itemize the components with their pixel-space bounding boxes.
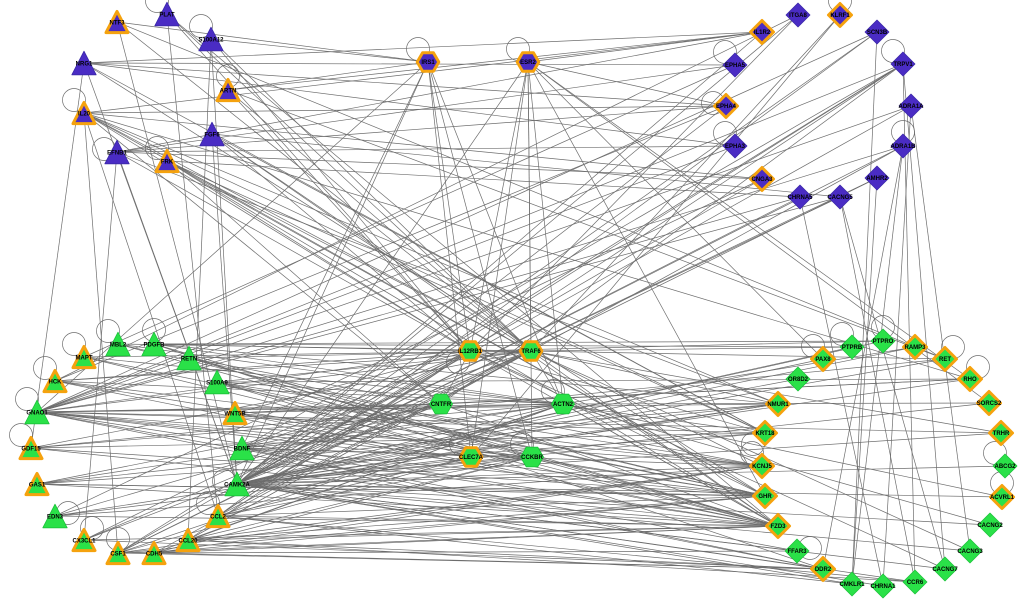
svg-text:CHRNA5: CHRNA5 bbox=[787, 195, 813, 201]
svg-text:CNGA3: CNGA3 bbox=[751, 177, 773, 183]
svg-text:ADRA1B: ADRA1B bbox=[890, 144, 916, 150]
svg-text:FFAR3: FFAR3 bbox=[787, 549, 807, 555]
svg-text:WNT5B: WNT5B bbox=[224, 412, 246, 418]
svg-text:CACNG7: CACNG7 bbox=[932, 567, 958, 573]
svg-text:FGF6: FGF6 bbox=[204, 133, 220, 139]
svg-text:SORCS2: SORCS2 bbox=[977, 401, 1002, 407]
svg-text:EFNB1: EFNB1 bbox=[107, 151, 127, 157]
svg-text:NTF3: NTF3 bbox=[110, 21, 126, 27]
svg-text:CX3CL1: CX3CL1 bbox=[72, 539, 96, 545]
svg-text:EPHA3: EPHA3 bbox=[725, 144, 746, 150]
svg-text:TRHR: TRHR bbox=[993, 431, 1010, 437]
svg-text:CCL20: CCL20 bbox=[178, 539, 198, 545]
svg-text:IL1R2: IL1R2 bbox=[754, 30, 771, 36]
svg-text:RAMP3: RAMP3 bbox=[904, 345, 926, 351]
svg-text:PTPRB: PTPRB bbox=[842, 345, 863, 351]
svg-text:IRS1: IRS1 bbox=[421, 60, 435, 66]
svg-text:EPHA4: EPHA4 bbox=[716, 104, 737, 110]
svg-text:RETN: RETN bbox=[181, 357, 197, 363]
svg-text:ITGA8: ITGA8 bbox=[789, 13, 807, 19]
svg-text:CCKBR: CCKBR bbox=[521, 455, 543, 461]
svg-text:RET: RET bbox=[939, 357, 951, 363]
svg-text:TRAF6: TRAF6 bbox=[521, 349, 541, 355]
svg-text:NRG1: NRG1 bbox=[76, 62, 93, 68]
svg-text:CCR6: CCR6 bbox=[907, 580, 924, 586]
svg-text:CACNG2: CACNG2 bbox=[977, 523, 1003, 529]
svg-text:CSF1: CSF1 bbox=[110, 552, 126, 558]
svg-text:ESR2: ESR2 bbox=[520, 60, 536, 66]
svg-text:CCL2: CCL2 bbox=[210, 515, 226, 521]
svg-text:PLAT: PLAT bbox=[159, 13, 175, 19]
svg-text:MBL2: MBL2 bbox=[110, 343, 127, 349]
svg-text:GNAO1: GNAO1 bbox=[26, 411, 48, 417]
svg-text:CLEC7A: CLEC7A bbox=[459, 455, 484, 461]
svg-text:KLRF1: KLRF1 bbox=[830, 13, 850, 19]
svg-text:TRPV1: TRPV1 bbox=[893, 62, 913, 68]
svg-text:PTPRO: PTPRO bbox=[873, 339, 894, 345]
svg-text:S100A9: S100A9 bbox=[206, 381, 228, 387]
svg-text:AMHR2: AMHR2 bbox=[866, 176, 888, 182]
svg-text:GAS1: GAS1 bbox=[29, 483, 46, 489]
svg-text:NMUR1: NMUR1 bbox=[767, 402, 789, 408]
svg-text:RHO: RHO bbox=[963, 377, 977, 383]
svg-text:ACVRL1: ACVRL1 bbox=[990, 495, 1015, 501]
svg-text:ARTN: ARTN bbox=[220, 89, 237, 95]
svg-text:S100A12: S100A12 bbox=[198, 38, 224, 44]
svg-text:CACNG5: CACNG5 bbox=[827, 195, 853, 201]
svg-text:OR8D2: OR8D2 bbox=[788, 377, 809, 383]
svg-text:IL12RB1: IL12RB1 bbox=[458, 349, 483, 355]
svg-text:ADRA1A: ADRA1A bbox=[898, 104, 924, 110]
svg-text:PAX8: PAX8 bbox=[815, 357, 831, 363]
svg-text:FRK: FRK bbox=[161, 160, 174, 166]
svg-text:CNTFR: CNTFR bbox=[431, 402, 452, 408]
svg-text:PDGFB: PDGFB bbox=[144, 343, 166, 349]
svg-text:MAPT: MAPT bbox=[76, 356, 93, 362]
svg-text:EPHA5: EPHA5 bbox=[725, 63, 746, 69]
svg-text:BDNF: BDNF bbox=[234, 447, 251, 453]
svg-text:GHR: GHR bbox=[758, 494, 772, 500]
svg-text:KCNJ5: KCNJ5 bbox=[752, 464, 772, 470]
svg-text:ACTN2: ACTN2 bbox=[553, 402, 574, 408]
svg-text:FZD3: FZD3 bbox=[771, 524, 787, 530]
svg-text:HCK: HCK bbox=[49, 380, 63, 386]
svg-text:CHRNA1: CHRNA1 bbox=[870, 584, 896, 590]
svg-text:IL20: IL20 bbox=[78, 112, 91, 118]
svg-text:CAMK2A: CAMK2A bbox=[224, 483, 250, 489]
svg-text:SCN3B: SCN3B bbox=[867, 30, 888, 36]
svg-text:EDN3: EDN3 bbox=[47, 515, 64, 521]
svg-text:CMKLR1: CMKLR1 bbox=[840, 582, 866, 588]
svg-text:CDH5: CDH5 bbox=[146, 552, 163, 558]
svg-text:KRT18: KRT18 bbox=[755, 431, 775, 437]
svg-text:GDF15: GDF15 bbox=[21, 447, 41, 453]
svg-text:DDR2: DDR2 bbox=[815, 567, 832, 573]
svg-text:ABCG2: ABCG2 bbox=[994, 464, 1016, 470]
svg-text:CACNG3: CACNG3 bbox=[957, 549, 983, 555]
